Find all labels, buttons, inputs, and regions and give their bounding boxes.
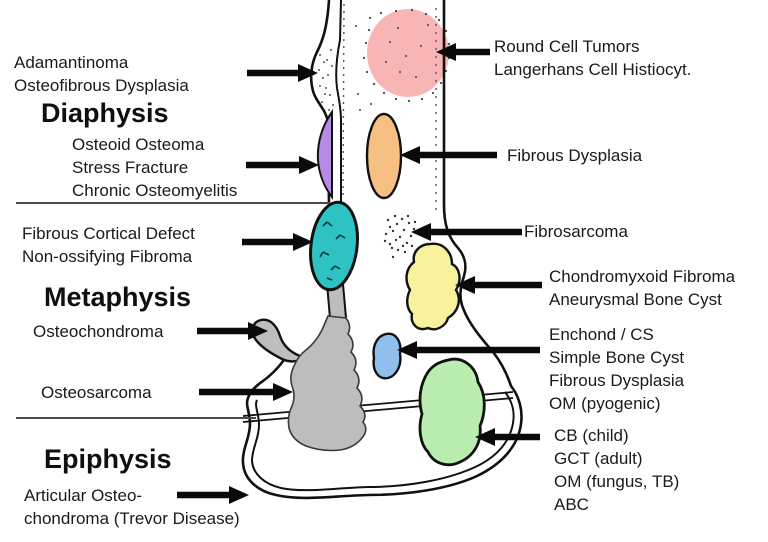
label-fibrosarcoma: Fibrosarcoma — [524, 222, 628, 241]
label-fibrous-cortical-defect: Fibrous Cortical Defect Non-ossifying Fi… — [22, 224, 195, 266]
label-osteochondroma: Osteochondroma — [33, 322, 164, 341]
lesion-enchondroma — [372, 332, 402, 380]
label-enchondroma-group: Enchond / CS Simple Bone Cyst Fibrous Dy… — [549, 325, 685, 413]
label-fibrous-dysplasia: Fibrous Dysplasia — [507, 146, 643, 165]
lesion-fibrous-cortical-defect — [309, 200, 359, 292]
lesion-osteochondroma-spur — [251, 318, 302, 363]
heading-epiphysis: Epiphysis — [44, 444, 172, 474]
lesion-chondromyxoid-fibroma — [405, 242, 461, 331]
lesion-adamantinoma-stipple — [318, 49, 334, 111]
lesion-round-cell-tumors — [355, 8, 451, 111]
label-round-cell-tumors: Round Cell Tumors Langerhans Cell Histio… — [494, 37, 692, 79]
label-osteosarcoma: Osteosarcoma — [41, 383, 152, 402]
label-articular-osteochondroma: Articular Osteo- chondroma (Trevor Disea… — [24, 486, 240, 528]
label-adamantinoma: Adamantinoma Osteofibrous Dysplasia — [14, 53, 189, 95]
heading-diaphysis: Diaphysis — [41, 98, 169, 128]
divider-line — [16, 417, 256, 419]
divider-line — [16, 202, 330, 204]
label-osteoid-osteoma: Osteoid Osteoma Stress Fracture Chronic … — [72, 135, 238, 200]
heading-metaphysis: Metaphysis — [44, 282, 192, 312]
arrows — [177, 43, 542, 504]
lesion-osteosarcoma — [251, 283, 367, 452]
label-chondromyxoid: Chondromyxoid Fibroma Aneurysmal Bone Cy… — [549, 267, 736, 309]
label-epiphyseal-group: CB (child) GCT (adult) OM (fungus, TB) A… — [554, 426, 680, 514]
lesion-epiphyseal-group — [418, 357, 486, 467]
lesion-fibrosarcoma — [383, 214, 417, 259]
lesion-osteoid-osteoma — [316, 108, 333, 200]
lesion-fibrous-dysplasia — [365, 112, 403, 200]
